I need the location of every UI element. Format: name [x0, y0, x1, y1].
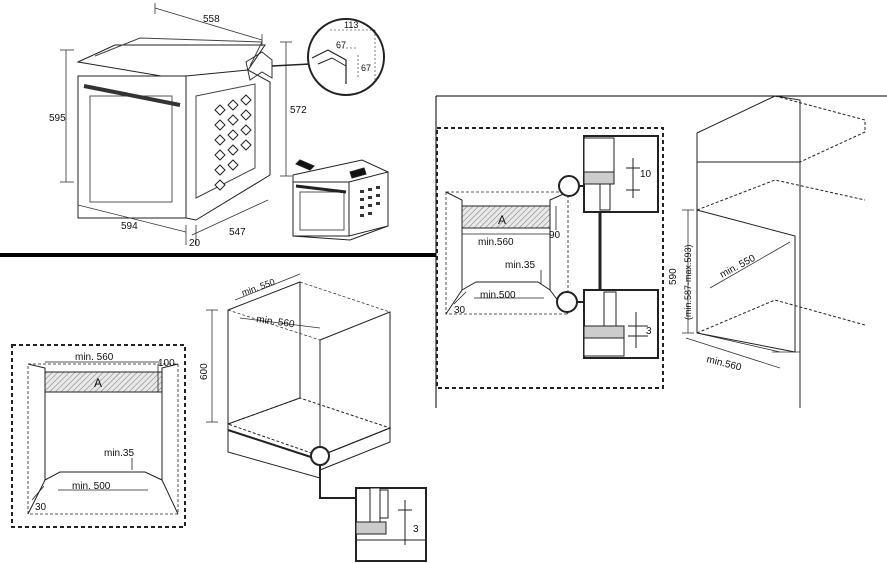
plan-left-depth-100: 100 — [158, 358, 175, 369]
plan-left-label-a: A — [94, 376, 102, 390]
dim-door-20: 20 — [189, 238, 201, 249]
column-dim-590: 590 — [668, 268, 679, 285]
dim-cab-min560: min. 560 — [256, 314, 296, 330]
column-cabinet-drawing — [682, 95, 866, 408]
dim-width-558: 558 — [203, 14, 220, 25]
plan-right — [436, 127, 664, 389]
dim-cab-min550: min. 550 — [240, 277, 276, 298]
dim-detail-67a: 67 — [336, 40, 346, 50]
dim-detail-67b: 67 — [361, 63, 371, 73]
dim-front-594: 594 — [121, 221, 138, 232]
cabinet-detail — [355, 487, 426, 545]
oven-insert-drawing — [292, 159, 389, 241]
dim-cab-600: 600 — [199, 363, 210, 380]
dim-detail-113: 113 — [344, 20, 358, 30]
vent-pattern — [214, 94, 252, 191]
dim-height-595: 595 — [49, 113, 66, 124]
corner-detail — [271, 18, 385, 96]
plan-right-min35: min.35 — [505, 260, 535, 271]
plan-right-side-30: 30 — [454, 305, 466, 316]
cabinet-base-drawing — [206, 273, 427, 562]
plan-right-label-a: A — [498, 213, 506, 227]
dim-depth-547: 547 — [229, 227, 246, 238]
plan-right-min500: min.500 — [480, 290, 516, 301]
plan-left-min500: min. 500 — [72, 481, 111, 492]
dim-cab-gap-3: 3 — [413, 524, 419, 535]
plan-right-detail-10: 10 — [640, 169, 652, 180]
column-dim-range: (min.587-max.593) — [683, 244, 693, 320]
plan-left — [11, 344, 186, 528]
plan-right-depth-90: 90 — [549, 230, 561, 241]
plan-right-min560: min.560 — [478, 237, 514, 248]
plan-left-min560: min. 560 — [75, 352, 114, 363]
oven-drawing — [60, 3, 292, 245]
column-dim-min560: min.560 — [705, 354, 743, 373]
plan-left-side-30: 30 — [35, 502, 47, 513]
plan-left-min35: min.35 — [104, 448, 134, 459]
dim-depth-572: 572 — [290, 105, 307, 116]
column-dim-min550: min. 550 — [718, 253, 757, 281]
plan-right-detail-3: 3 — [646, 326, 652, 337]
